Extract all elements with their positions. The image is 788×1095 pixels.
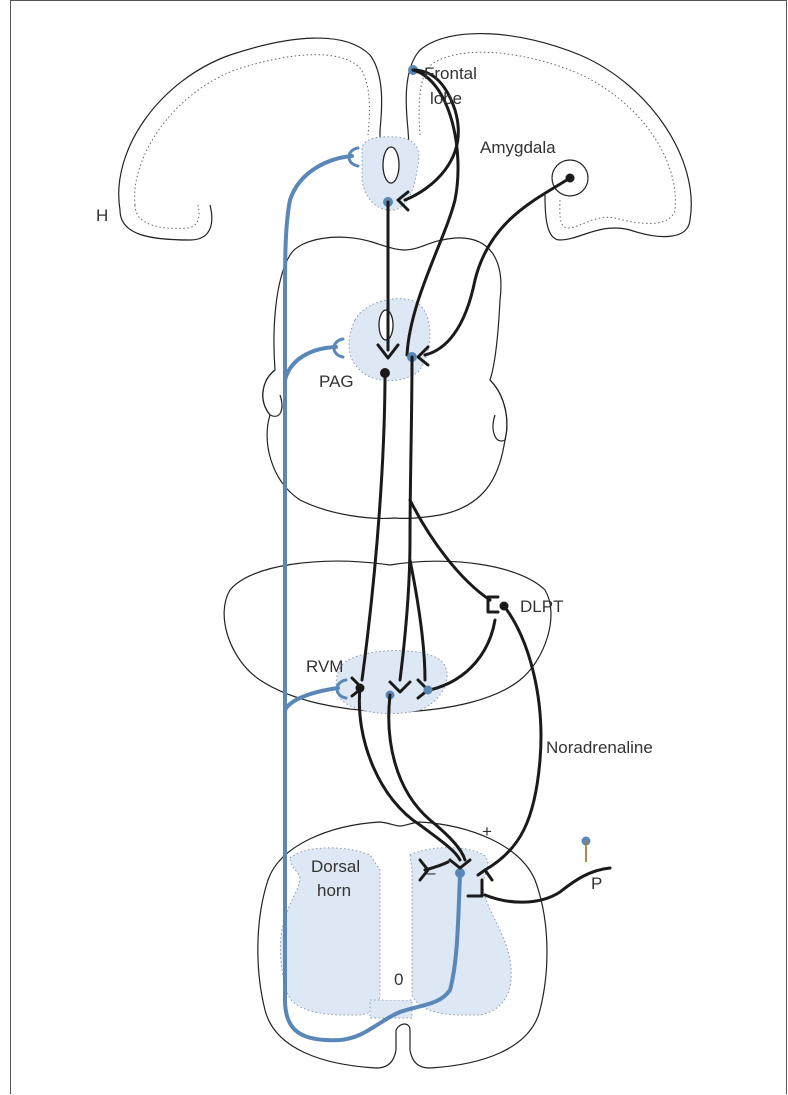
amygdala-label: Amygdala (480, 138, 556, 157)
dlpt-label: DLPT (520, 597, 563, 616)
dorsal-horn-label-line2: horn (317, 881, 351, 900)
plus-sign: + (482, 822, 492, 841)
h-label: H (96, 206, 108, 225)
pag-label: PAG (319, 372, 354, 391)
frontal-lobe-label-line1: Frontal (424, 64, 477, 83)
rvm-label: RVM (306, 657, 343, 676)
noradrenaline-label: Noradrenaline (546, 738, 653, 757)
p-label: P (591, 874, 602, 893)
zero-label: 0 (394, 970, 403, 989)
dorsal-horn-label-line1: Dorsal (311, 857, 360, 876)
frontal-lobe-label-line2: lobe (430, 89, 462, 108)
amygdala-neuron (418, 160, 588, 365)
minus-sign: – (426, 863, 436, 882)
pag-output-neurons (362, 352, 490, 680)
